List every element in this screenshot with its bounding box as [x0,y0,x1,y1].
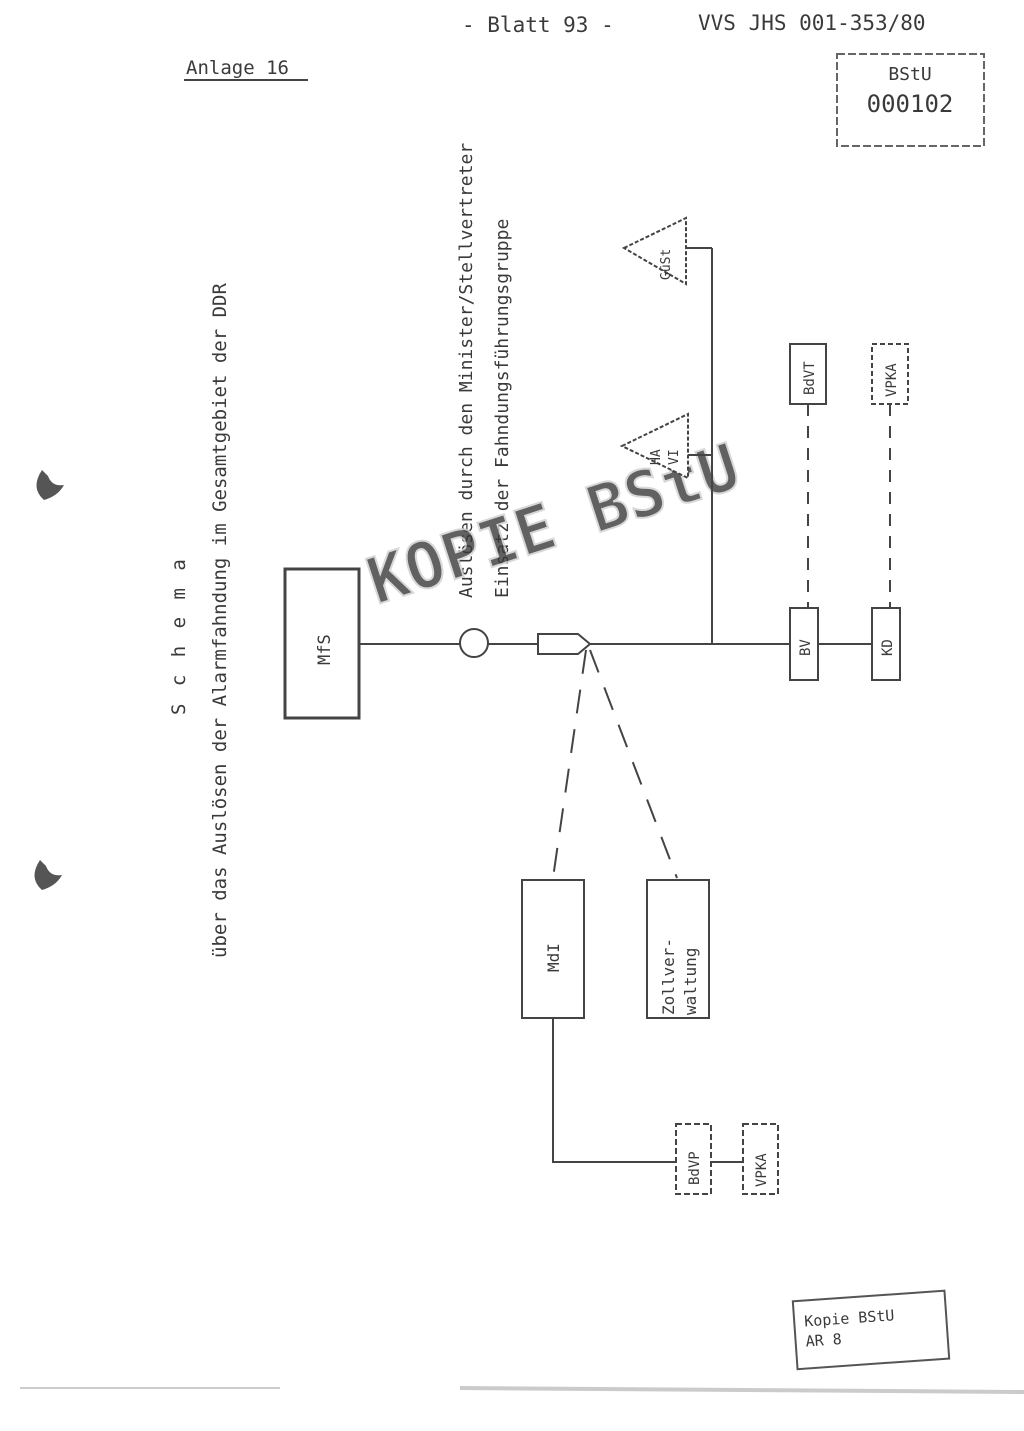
scan-edge [459,1386,1024,1394]
node-kd-label: KD [880,639,896,656]
node-zoll-label-1: Zollver- [659,938,678,1015]
watermark: KOPIE BStU [359,430,748,619]
diagram-title: S c h e m a [168,556,190,715]
node-vpka-bottom: VPKA [742,1123,779,1195]
node-ha-vi-label-2: VI [667,449,682,465]
archive-stamp: BStU 000102 [836,53,985,147]
archive-stamp-number: 000102 [867,90,954,118]
node-bv: BV [789,607,819,681]
caption-trigger: Auslösen durch den Minister/Stellvertret… [456,143,477,598]
punch-hole-top [36,470,64,500]
page-number: - Blatt 93 - [462,13,614,37]
archive-stamp-org: BStU [888,64,931,85]
node-kd: KD [871,607,901,681]
copy-stamp-line2: AR 8 [805,1330,842,1350]
node-bv-label: BV [798,639,814,656]
punch-hole-bottom [34,860,62,890]
node-vpka-bottom-label: VPKA [754,1153,770,1187]
copy-stamp: Kopie BStU AR 8 [791,1289,951,1371]
node-zoll-label-2: waltung [681,948,700,1015]
copy-stamp-line1: Kopie BStU [804,1306,895,1330]
node-mdi: MdI [521,879,585,1019]
node-bdvt-label: BdVT [802,361,818,395]
node-bdvp-label: BdVP [687,1151,703,1185]
trigger-circle [459,628,489,658]
connector-arrow-zoll [589,649,678,879]
connector-mdi-bdvp [552,1018,676,1163]
node-zoll: Zollver- waltung [646,879,710,1019]
node-vpka-top-label: VPKA [884,363,900,397]
node-guest-label: GüSt [659,249,674,280]
node-mdi-label: MdI [544,943,563,972]
diagram-subtitle: über das Auslösen der Alarmfahndung im G… [209,283,231,958]
node-bdvt: BdVT [789,343,827,405]
connector-arrow-mdi [552,649,587,879]
node-mfs-label: MfS [315,634,335,665]
anlage-label: Anlage 16 [186,57,289,79]
caption-task-group: Einsatz der Fahndungsführungsgruppe [492,219,513,598]
node-mfs: MfS [283,567,361,720]
node-bdvp: BdVP [675,1123,712,1195]
document-reference: VVS JHS 001-353/80 [698,11,926,35]
node-vpka-top: VPKA [871,343,909,405]
trigger-arrow [537,633,592,655]
node-ha-vi-label-1: HA [649,449,664,465]
node-guest: GüSt [621,216,687,286]
node-ha-vi: HA VI [619,412,689,480]
